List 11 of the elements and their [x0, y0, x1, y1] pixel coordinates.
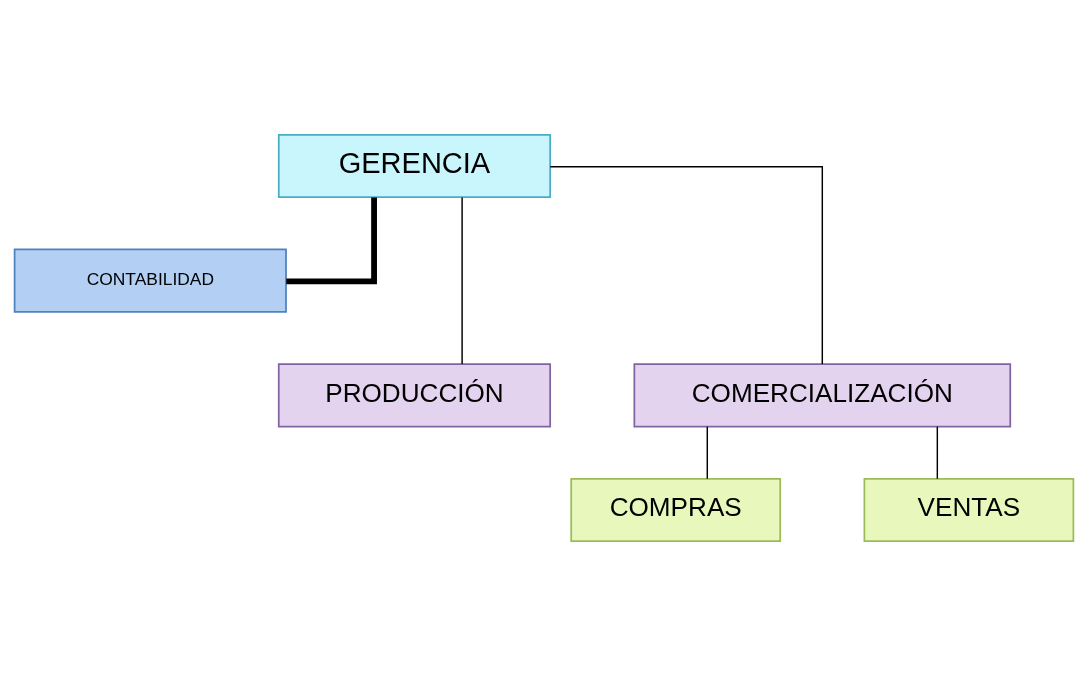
connector — [706, 425, 708, 479]
connector — [936, 425, 939, 479]
node-box: VENTAS — [863, 477, 1075, 542]
node-box: COMPRAS — [570, 477, 782, 542]
connector — [549, 165, 824, 365]
connector — [461, 196, 463, 365]
node-box: CONTABILIDAD — [13, 248, 287, 313]
node-box: COMERCIALIZACIÓN — [633, 362, 1012, 427]
connector — [286, 197, 377, 284]
node-box: GERENCIA — [277, 133, 552, 198]
node-box: PRODUCCIÓN — [277, 362, 552, 427]
